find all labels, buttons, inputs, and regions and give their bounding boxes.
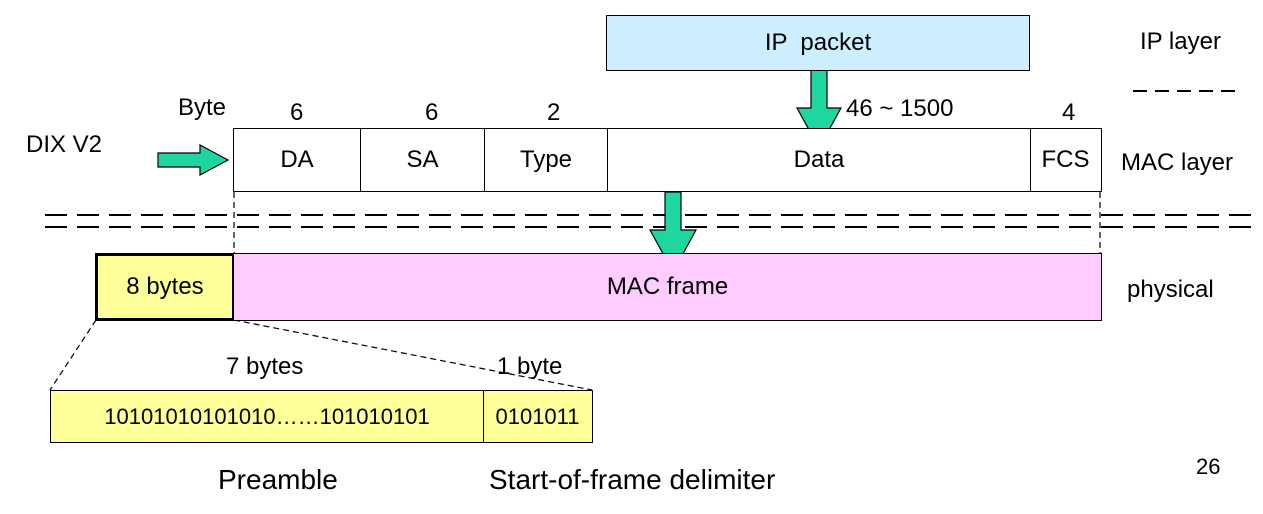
field-sa: SA	[361, 129, 485, 191]
field-da-label: DA	[280, 146, 314, 173]
mac-to-physical-arrow	[648, 191, 698, 274]
preamble-8-bytes-label: 8 bytes	[126, 273, 204, 300]
mac-layer-label: MAC layer	[1121, 149, 1234, 176]
dix-arrow	[157, 143, 230, 177]
field-fcs-label: FCS	[1041, 146, 1090, 173]
preamble-expand-right	[233, 319, 593, 391]
field-type: Type	[485, 129, 608, 191]
sfd-caption: Start-of-frame delimiter	[489, 464, 776, 495]
mac-frame-box: MAC frame	[233, 253, 1102, 321]
byte-label: Byte	[178, 94, 227, 121]
sfd-1-byte-label: 1 byte	[497, 353, 563, 380]
field-data: Data	[608, 129, 1031, 191]
mac-frame-fields: DA SA Type Data FCS	[233, 128, 1102, 192]
preamble-expand-left	[49, 319, 97, 391]
sfd-bits: 0101011	[484, 391, 591, 442]
preamble-bits-dots: ……	[275, 403, 320, 429]
ip-layer-label: IP layer	[1140, 28, 1221, 55]
preamble-bits-end: 101010101	[319, 403, 430, 429]
field-type-label: Type	[519, 146, 573, 173]
sfd-bits-value: 0101011	[495, 403, 580, 429]
preamble-8-bytes-box: 8 bytes	[95, 253, 235, 321]
field-da: DA	[234, 129, 361, 191]
field-data-label: Data	[793, 146, 845, 173]
field-size-fcs: 4	[1062, 99, 1076, 126]
field-sa-label: SA	[406, 146, 439, 173]
preamble-caption: Preamble	[218, 464, 338, 495]
field-size-type: 2	[547, 99, 561, 126]
field-size-data: 46 ~ 1500	[846, 95, 954, 122]
physical-layer-label: physical	[1127, 276, 1214, 303]
preamble-detail-box: 10101010101010 …… 101010101 0101011	[50, 390, 593, 443]
preamble-bits-start: 10101010101010	[104, 403, 276, 429]
dix-v2-label: DIX V2	[26, 131, 103, 158]
page-number: 26	[1196, 454, 1221, 479]
ip-packet-box: IP packet	[606, 15, 1030, 71]
preamble-7-bytes-label: 7 bytes	[226, 353, 304, 380]
preamble-bits: 10101010101010 …… 101010101	[51, 391, 484, 442]
mac-frame-label: MAC frame	[606, 273, 729, 300]
field-fcs: FCS	[1031, 129, 1100, 191]
ip-packet-label: IP packet	[764, 29, 872, 56]
field-size-da: 6	[290, 99, 304, 126]
field-size-sa: 6	[425, 99, 439, 126]
